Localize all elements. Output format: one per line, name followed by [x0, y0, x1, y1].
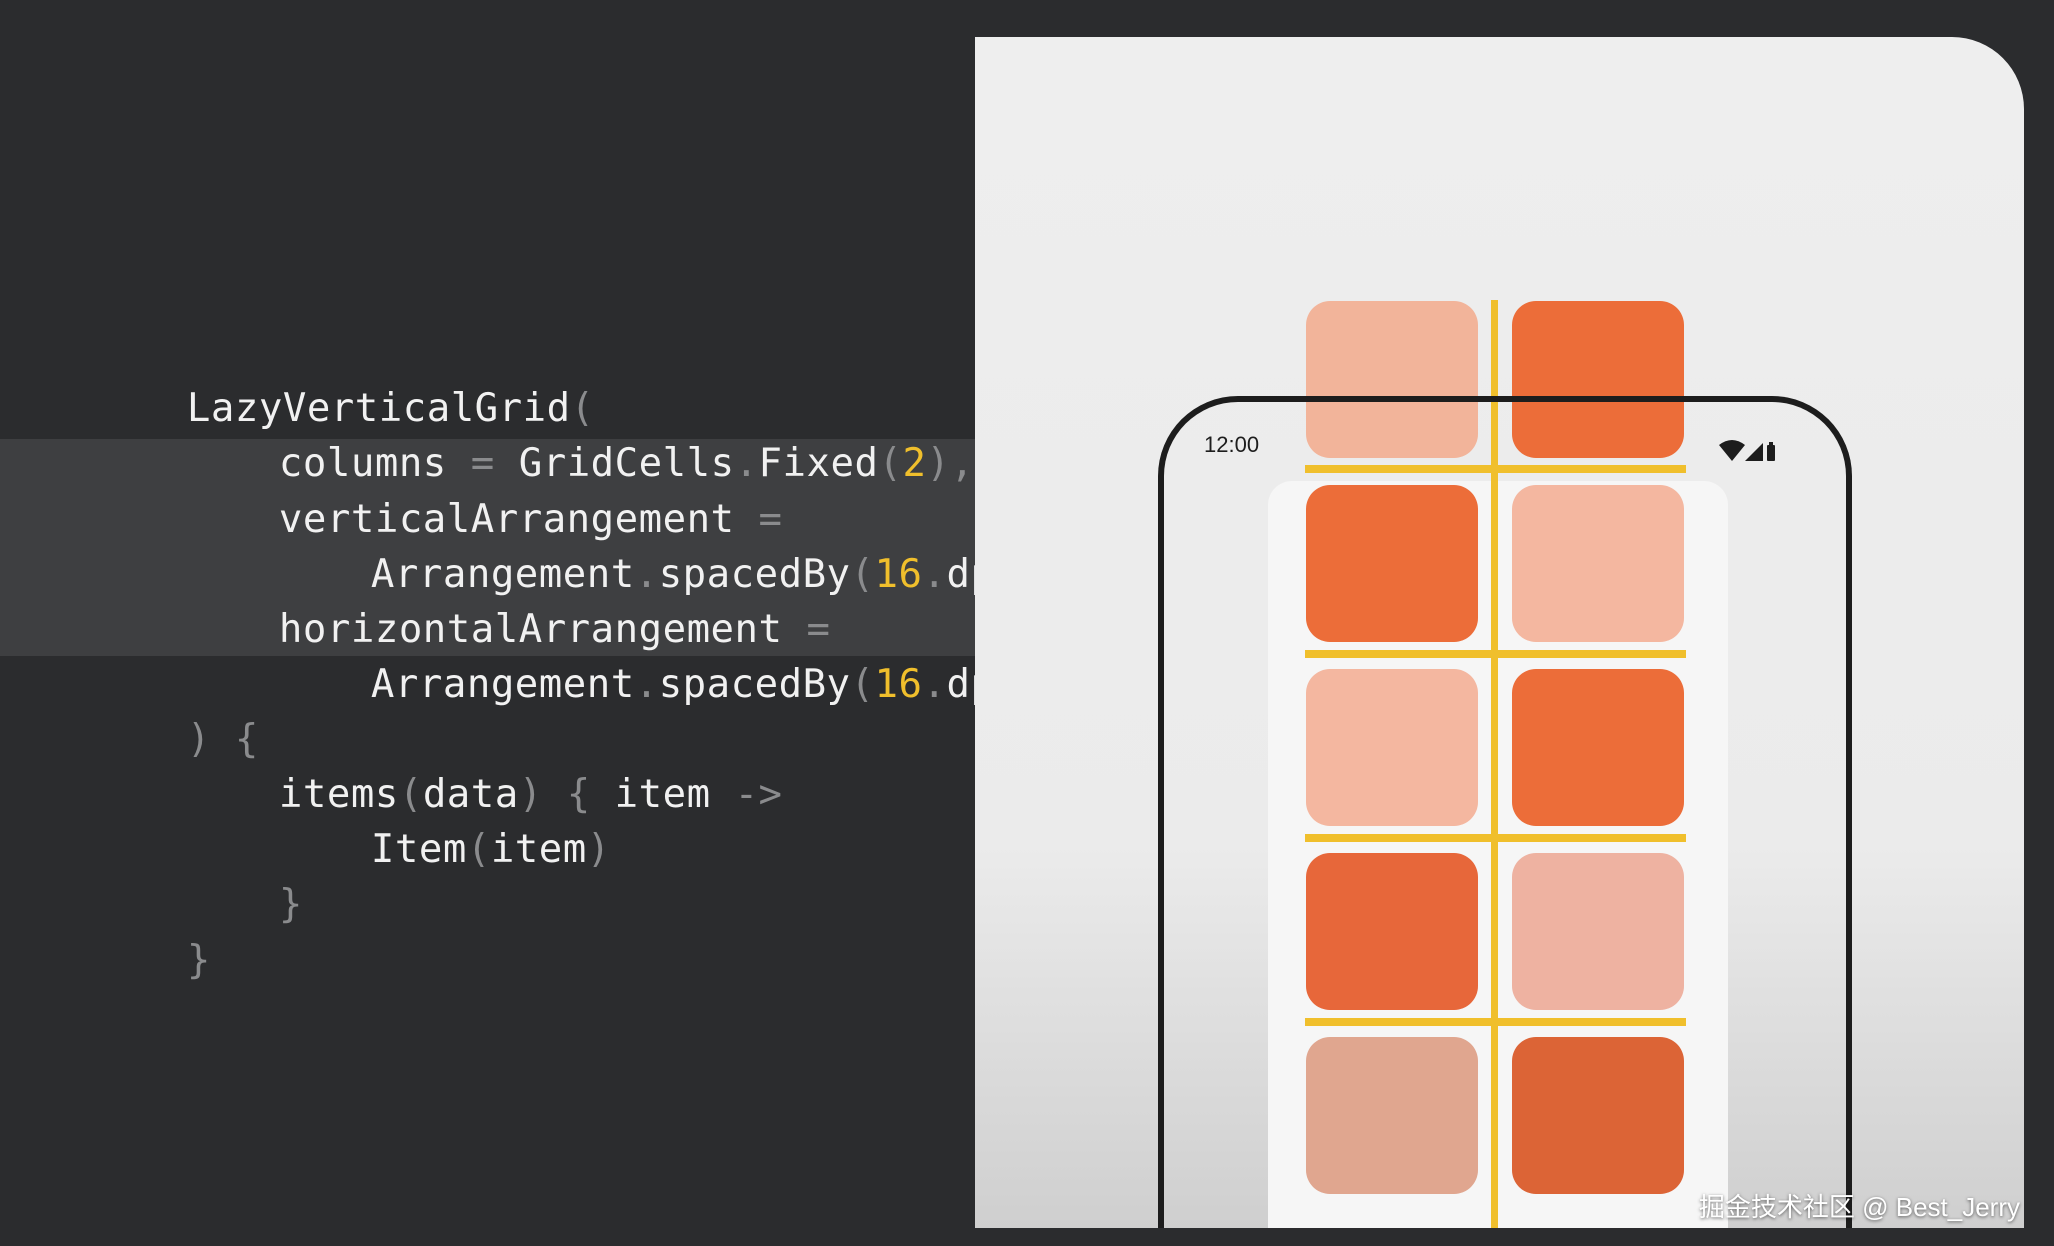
grid-item-tile	[1306, 853, 1478, 1010]
status-icons	[1719, 440, 1775, 461]
signal-icon	[1745, 443, 1763, 461]
code-line-11: }	[186, 938, 211, 983]
spacing-guide-vertical	[1491, 300, 1498, 1228]
spacing-guide-horizontal	[1305, 650, 1686, 658]
grid-item-tile	[1306, 669, 1478, 826]
code-line-2: columns = GridCells.Fixed(2),	[278, 441, 975, 486]
spacing-guide-horizontal	[1305, 465, 1686, 473]
code-line-10: }	[278, 882, 303, 927]
grid-item-tile	[1512, 853, 1684, 1010]
watermark: 掘金技术社区 @ Best_Jerry	[1698, 1192, 2020, 1222]
code-line-1: LazyVerticalGrid(	[186, 386, 595, 431]
grid-item-tile	[1306, 485, 1478, 642]
highlighted-code-block	[0, 439, 975, 656]
code-line-8: items(data) { item ->	[278, 772, 783, 817]
grid-item-tile	[1512, 1037, 1684, 1194]
grid-item-tile	[1512, 301, 1684, 458]
grid-item-tile	[1512, 485, 1684, 642]
code-panel: LazyVerticalGrid( columns = GridCells.Fi…	[0, 0, 1042, 1246]
spacing-guide-horizontal	[1305, 1018, 1686, 1026]
code-line-4: Arrangement.spacedBy(16.dp),	[370, 552, 1042, 597]
wifi-icon	[1719, 440, 1745, 461]
code-line-7: ) {	[186, 717, 259, 762]
grid-item-tile	[1306, 1037, 1478, 1194]
battery-icon	[1767, 442, 1775, 461]
code-line-6: Arrangement.spacedBy(16.dp)	[370, 662, 1018, 707]
code-line-5: horizontalArrangement =	[278, 607, 831, 652]
spacing-guide-horizontal	[1305, 834, 1686, 842]
code-line-3: verticalArrangement =	[278, 497, 783, 542]
grid-item-tile	[1306, 301, 1478, 458]
code-line-9: Item(item)	[370, 827, 611, 872]
status-bar-time: 12:00	[1204, 432, 1260, 457]
grid-item-tile	[1512, 669, 1684, 826]
phone-frame	[1158, 396, 1852, 1228]
preview-panel: 12:00	[975, 37, 2024, 1228]
